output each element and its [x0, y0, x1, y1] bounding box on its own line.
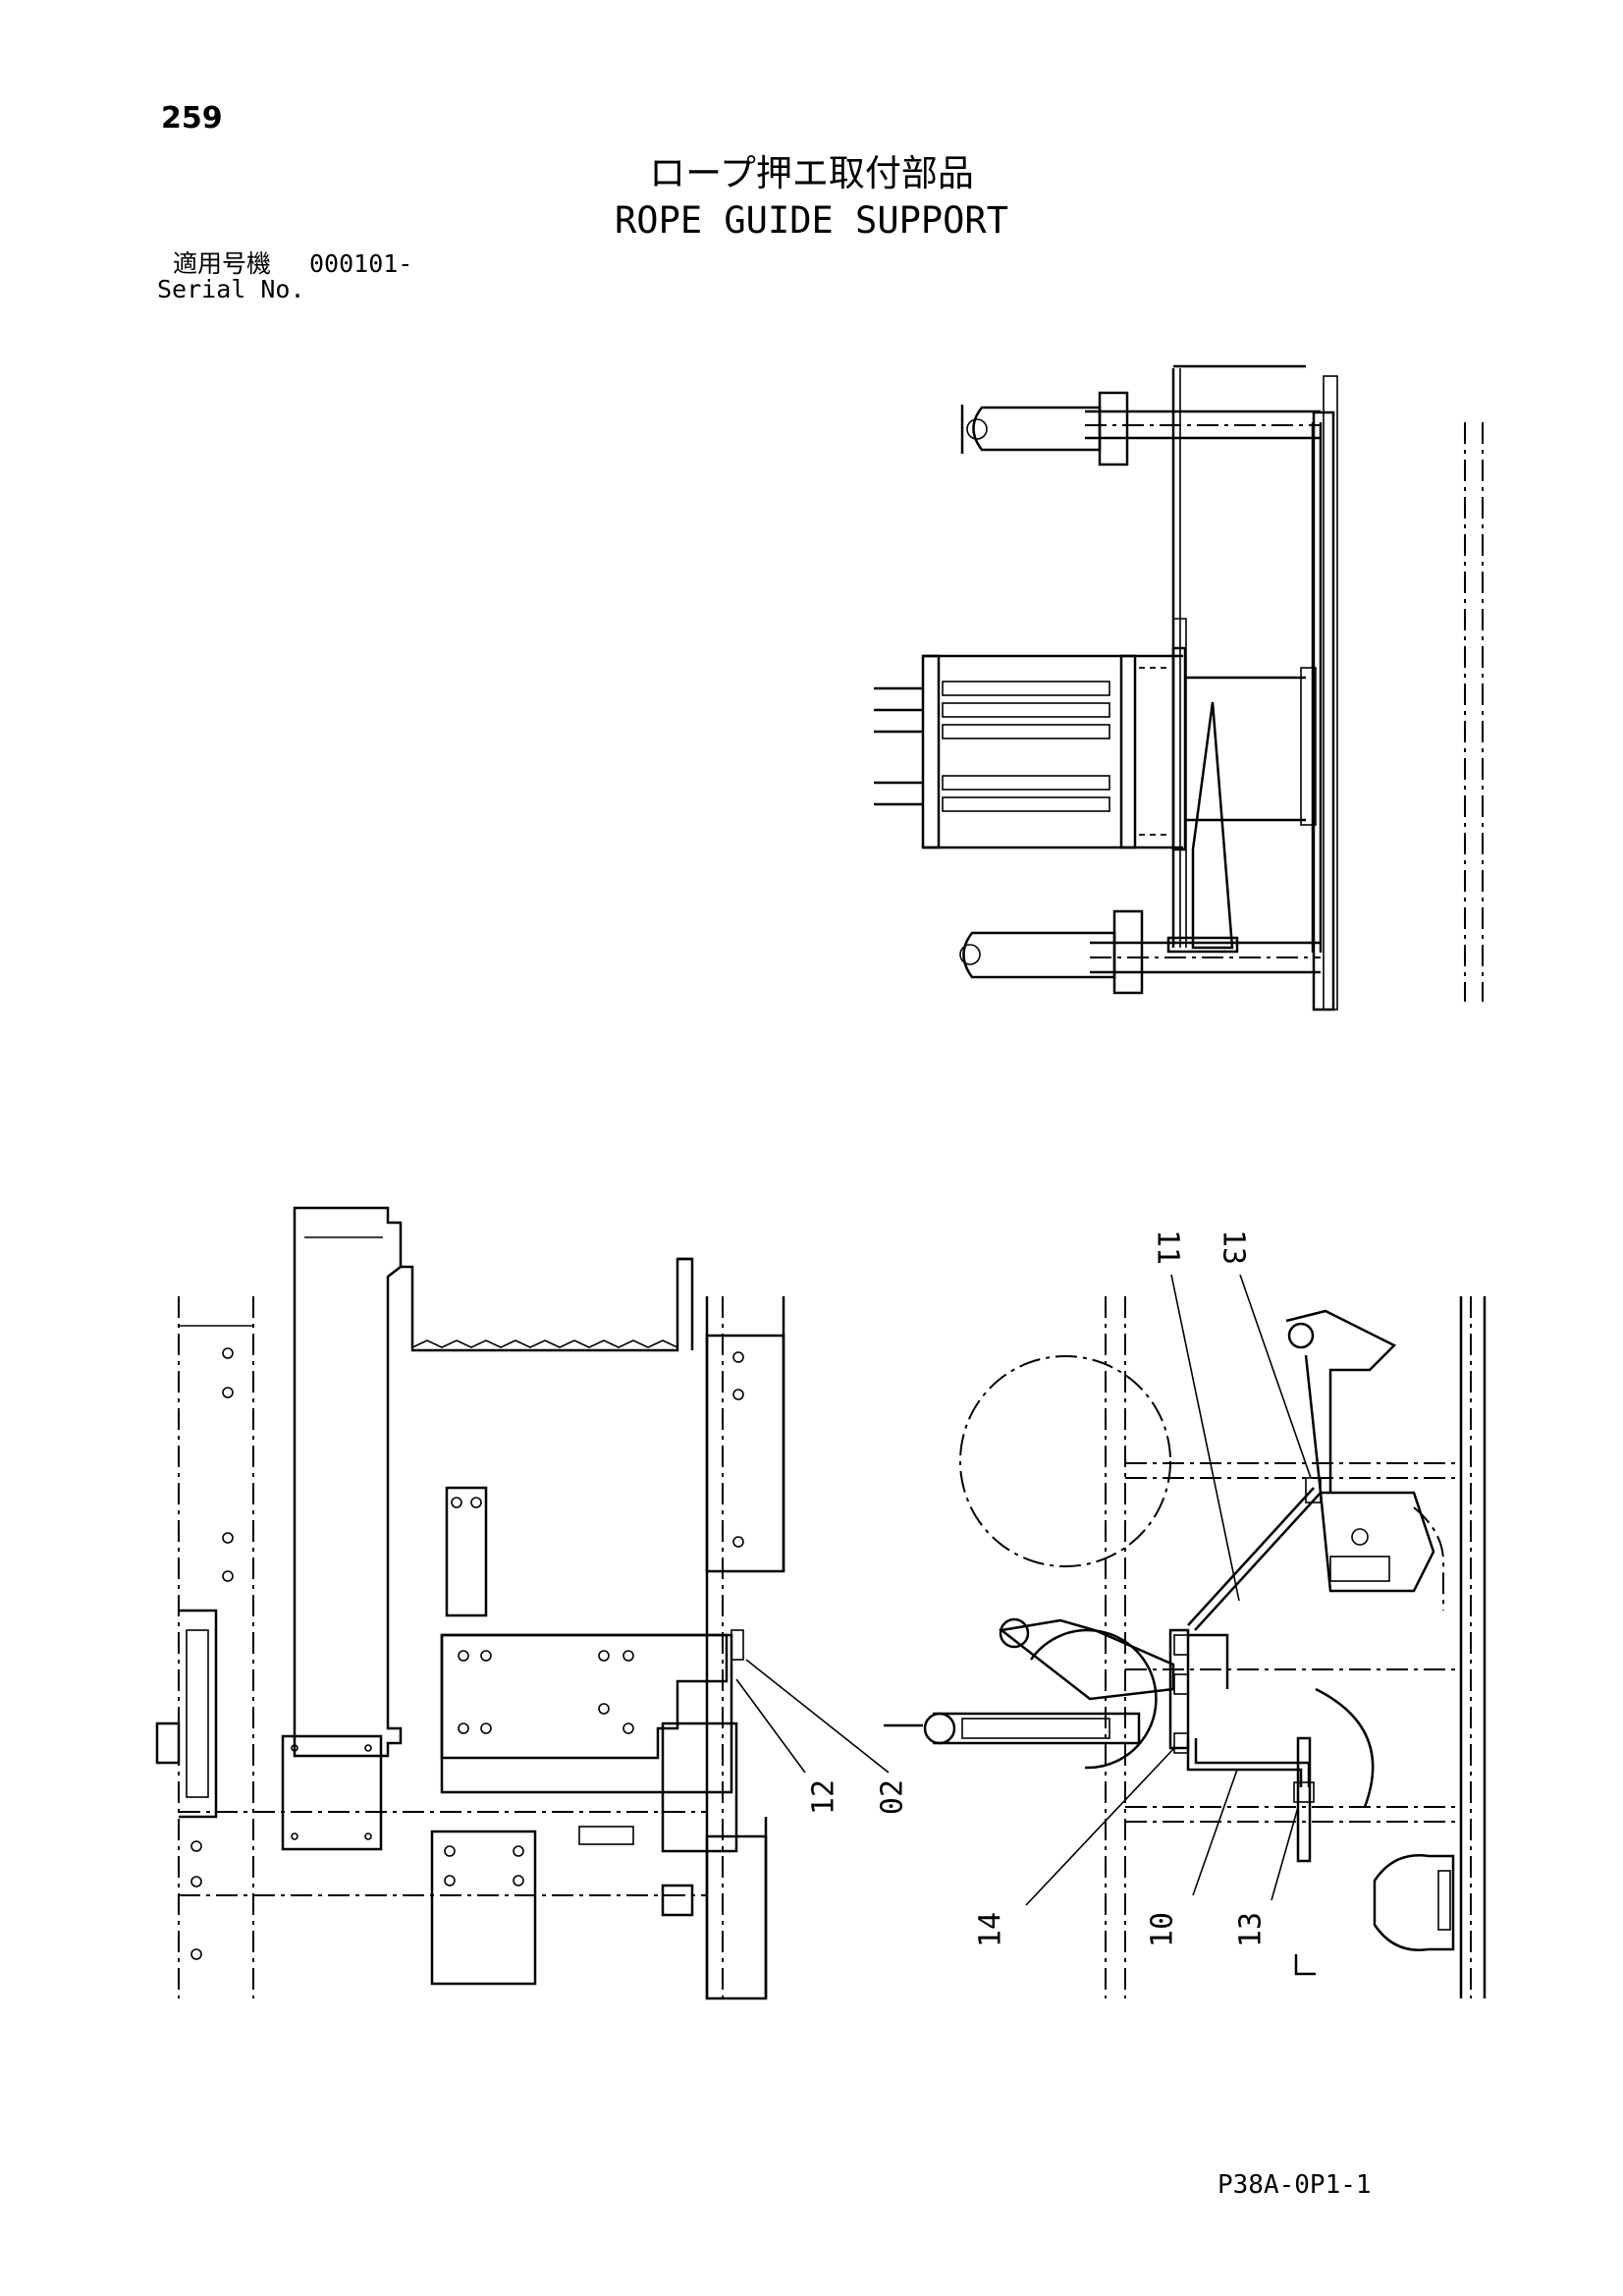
callout-label-13-lower: 13: [1234, 1912, 1269, 1947]
serial-label-english: Serial No.: [157, 275, 305, 303]
serial-label-japanese: 適用号機: [173, 249, 272, 278]
callout-label-12: 12: [807, 1779, 841, 1815]
callout-label-14: 14: [974, 1912, 1008, 1947]
top-view-drawing: [874, 364, 1484, 1011]
callout-label-10: 10: [1146, 1912, 1180, 1947]
side-view-left-drawing: [155, 1206, 785, 2000]
page-title-japanese: ロープ押エ取付部品: [649, 152, 974, 194]
page-number: 259: [161, 101, 223, 136]
callout-label-11: 11: [1151, 1230, 1185, 1265]
page-title-english: ROPE GUIDE SUPPORT: [615, 199, 1008, 242]
callout-leaders: [735, 1274, 1312, 1906]
callout-label-02: 02: [876, 1779, 910, 1815]
side-view-right-drawing: [884, 1296, 1487, 1998]
page-code: P38A-0P1-1: [1217, 2170, 1372, 2200]
serial-value: 000101-: [309, 249, 413, 278]
callout-label-13-upper: 13: [1217, 1230, 1251, 1265]
